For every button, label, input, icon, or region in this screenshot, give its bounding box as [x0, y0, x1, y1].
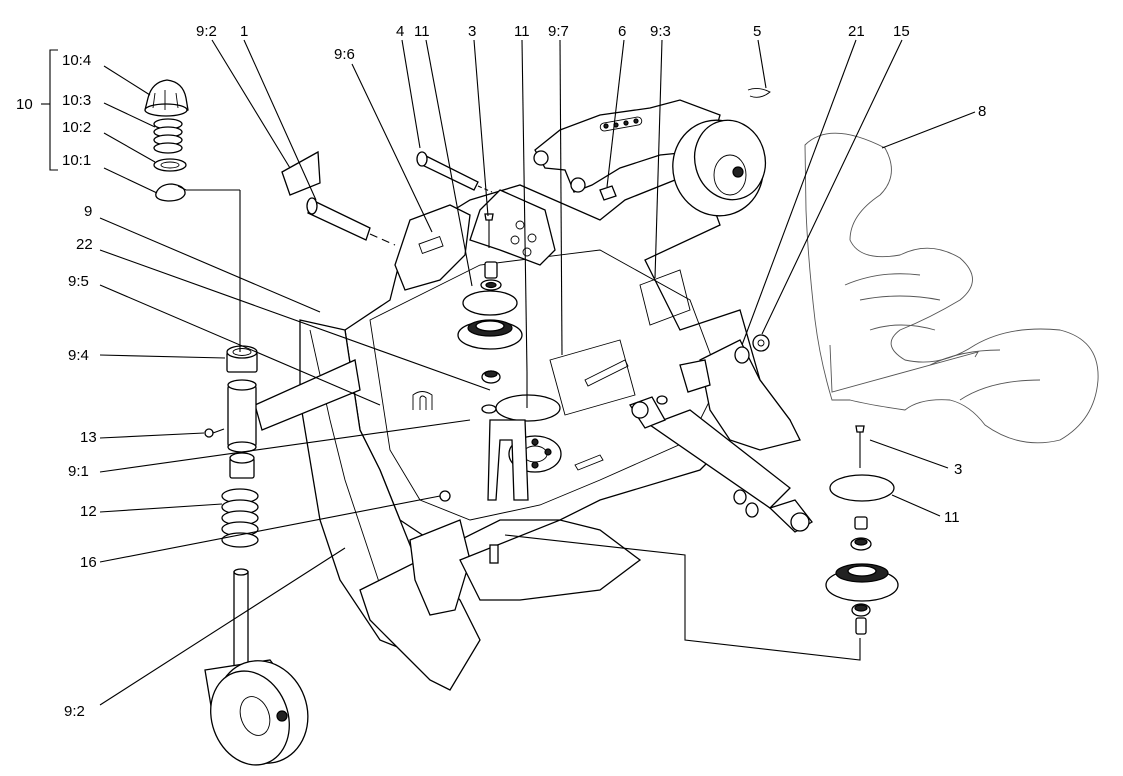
frame-assembly	[299, 169, 801, 691]
label-10-3: 10:3	[62, 92, 91, 109]
label-9-2-bottom: 9:2	[64, 703, 85, 720]
cap-assembly-10	[144, 79, 189, 202]
label-9-4: 9:4	[68, 347, 89, 364]
label-10-4: 10:4	[62, 52, 91, 69]
label-9: 9	[84, 203, 92, 220]
washer-21	[734, 346, 750, 364]
idler-pulley-center	[439, 372, 562, 502]
label-21: 21	[848, 23, 865, 40]
label-22: 22	[76, 236, 93, 253]
label-15: 15	[893, 23, 910, 40]
idler-arm-9-3	[533, 87, 771, 217]
hydraulic-cylinder	[629, 359, 813, 533]
right-pulley-stack	[825, 425, 899, 635]
label-11-a: 11	[414, 23, 430, 40]
label-16: 16	[80, 554, 97, 571]
label-4: 4	[396, 23, 404, 40]
label-9-5: 9:5	[68, 273, 89, 290]
center-pulley-stack	[457, 213, 523, 414]
label-10-1: 10:1	[62, 152, 91, 169]
spring-12	[221, 488, 259, 548]
label-5: 5	[753, 23, 761, 40]
label-9-3: 9:3	[650, 23, 671, 40]
label-9-1: 9:1	[68, 463, 89, 480]
label-10: 10	[16, 96, 33, 113]
label-1: 1	[240, 23, 248, 40]
pin-4	[416, 151, 493, 193]
label-12: 12	[80, 503, 97, 520]
pin-1-and-shield	[281, 150, 396, 246]
label-3-a: 3	[468, 23, 476, 40]
label-9-2-top: 9:2	[196, 23, 217, 40]
label-11-c: 11	[944, 509, 960, 526]
label-11-b: 11	[514, 23, 530, 40]
deck-outline-ghost	[804, 132, 1099, 444]
label-3-b: 3	[954, 461, 962, 478]
leader-lines	[41, 39, 976, 706]
washer-15	[752, 334, 770, 352]
label-6: 6	[618, 23, 626, 40]
label-8: 8	[978, 103, 986, 120]
callout-labels: 10 10:4 10:3 10:2 10:1 9:2 1 9:6 4 11 3 …	[16, 23, 986, 720]
label-13: 13	[80, 429, 97, 446]
label-10-2: 10:2	[62, 119, 91, 136]
label-9-7: 9:7	[548, 23, 569, 40]
label-9-6: 9:6	[334, 46, 355, 63]
